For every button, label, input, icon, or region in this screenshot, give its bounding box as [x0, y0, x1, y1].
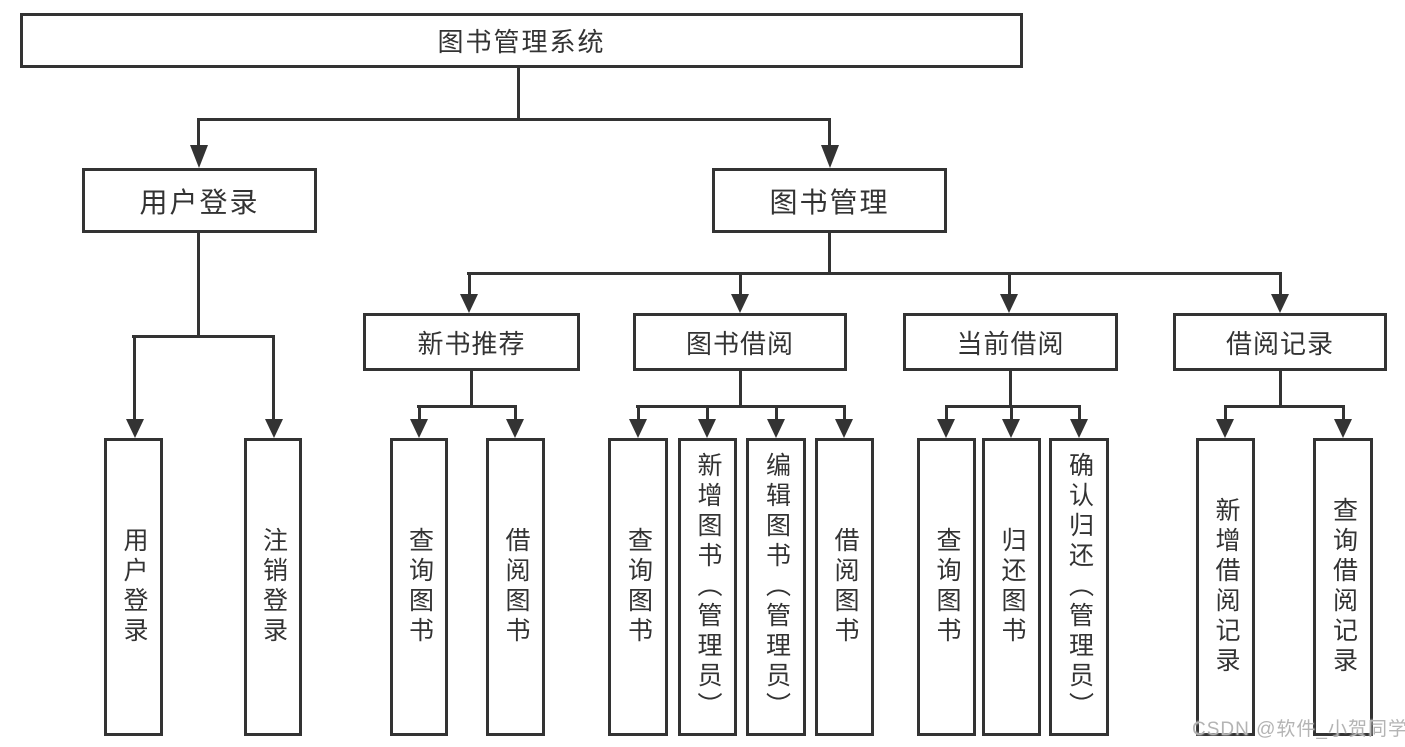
arrow-down-icon	[126, 419, 144, 438]
arrow-down-icon	[821, 145, 839, 168]
arrow-down-icon	[1002, 419, 1020, 438]
connector-vline	[1078, 405, 1081, 421]
node-label: 借阅图书	[831, 527, 859, 647]
arrow-down-icon	[698, 419, 716, 438]
arrow-down-icon	[731, 294, 749, 313]
leaf-logout: 注销登录	[244, 438, 302, 736]
connector-vline	[1342, 405, 1345, 421]
connector-vline	[197, 233, 200, 337]
connector-vline	[133, 335, 136, 421]
connector-vline	[828, 118, 831, 146]
node-label: 新增图书（管理员）	[694, 452, 722, 722]
node-user-login: 用户登录	[82, 168, 317, 233]
node-label: 新增借阅记录	[1212, 497, 1240, 677]
arrow-down-icon	[767, 419, 785, 438]
node-label: 图书借阅	[685, 328, 794, 359]
leaf-query-borrow-record: 查询借阅记录	[1313, 438, 1373, 736]
node-book-borrowing: 图书借阅	[633, 313, 847, 371]
connector-vline	[1224, 405, 1227, 421]
node-label: 查询借阅记录	[1329, 497, 1358, 677]
arrow-down-icon	[460, 294, 478, 313]
arrow-down-icon	[410, 419, 428, 438]
node-label: 注销登录	[259, 527, 288, 647]
node-library-management-system: 图书管理系统	[20, 13, 1023, 68]
connector-vline	[468, 272, 471, 296]
connector-hline	[132, 335, 275, 338]
connector-vline	[418, 405, 421, 421]
node-label: 借阅图书	[502, 527, 530, 647]
connector-vline	[828, 233, 831, 274]
node-label: 查询图书	[933, 527, 961, 647]
csdn-watermark: CSDN @软件_小贺同学	[1192, 719, 1405, 740]
connector-hline	[636, 405, 846, 408]
connector-hline	[1224, 405, 1345, 408]
connector-vline	[1010, 405, 1013, 421]
connector-hline	[467, 272, 1282, 275]
connector-vline	[1279, 272, 1282, 296]
arrow-down-icon	[506, 419, 524, 438]
arrow-down-icon	[1216, 419, 1234, 438]
connector-hline	[197, 118, 831, 121]
connector-vline	[739, 371, 742, 407]
leaf-query-books-borrowing: 查询图书	[608, 438, 668, 736]
node-label: 图书管理	[769, 186, 890, 218]
node-label: 查询图书	[405, 527, 434, 647]
leaf-borrow-books: 借阅图书	[815, 438, 874, 736]
connector-vline	[637, 405, 640, 421]
connector-vline	[272, 335, 275, 421]
connector-vline	[739, 272, 742, 296]
node-label: 归还图书	[998, 527, 1026, 647]
node-label: 用户登录	[120, 527, 148, 647]
leaf-edit-book-admin: 编辑图书（管理员）	[746, 438, 806, 736]
connector-vline	[945, 405, 948, 421]
node-book-management: 图书管理	[712, 168, 947, 233]
connector-vline	[1008, 272, 1011, 296]
arrow-down-icon	[1070, 419, 1088, 438]
connector-vline	[517, 68, 520, 120]
leaf-query-books-recommend: 查询图书	[390, 438, 448, 736]
node-borrow-records: 借阅记录	[1173, 313, 1387, 371]
node-label: 图书管理系统	[437, 27, 606, 57]
connector-vline	[470, 371, 473, 407]
arrow-down-icon	[835, 419, 853, 438]
leaf-add-book-admin: 新增图书（管理员）	[678, 438, 737, 736]
node-current-borrowing: 当前借阅	[903, 313, 1118, 371]
arrow-down-icon	[1271, 294, 1289, 313]
arrow-down-icon	[937, 419, 955, 438]
node-new-book-recommend: 新书推荐	[363, 313, 580, 371]
connector-vline	[1009, 371, 1012, 407]
node-label: 编辑图书（管理员）	[762, 452, 791, 722]
arrow-down-icon	[629, 419, 647, 438]
arrow-down-icon	[1000, 294, 1018, 313]
leaf-confirm-return-admin: 确认归还（管理员）	[1049, 438, 1109, 736]
leaf-return-books: 归还图书	[982, 438, 1041, 736]
node-label: 用户登录	[139, 186, 260, 218]
leaf-borrow-books-recommend: 借阅图书	[486, 438, 545, 736]
node-label: 当前借阅	[956, 328, 1065, 359]
leaf-user-login: 用户登录	[104, 438, 163, 736]
connector-hline	[945, 405, 1081, 408]
node-label: 新书推荐	[417, 328, 526, 359]
node-label: 借阅记录	[1225, 328, 1334, 359]
connector-hline	[417, 405, 517, 408]
connector-vline	[1279, 371, 1282, 407]
leaf-add-borrow-record: 新增借阅记录	[1196, 438, 1255, 736]
connector-vline	[706, 405, 709, 421]
connector-vline	[775, 405, 778, 421]
node-label: 确认归还（管理员）	[1065, 452, 1094, 722]
connector-vline	[843, 405, 846, 421]
connector-vline	[514, 405, 517, 421]
node-label: 查询图书	[624, 527, 653, 647]
arrow-down-icon	[190, 145, 208, 168]
arrow-down-icon	[265, 419, 283, 438]
connector-vline	[197, 118, 200, 146]
arrow-down-icon	[1334, 419, 1352, 438]
leaf-query-books-current: 查询图书	[917, 438, 976, 736]
